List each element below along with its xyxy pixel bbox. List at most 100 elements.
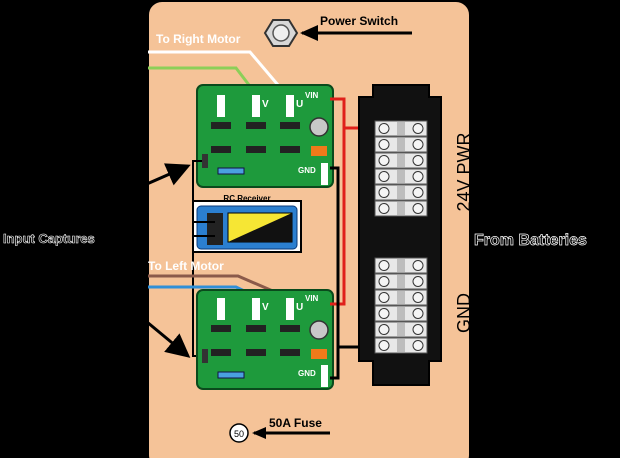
from-batteries-label: From Batteries <box>474 232 587 249</box>
gnd-wire <box>330 166 340 380</box>
capacitor <box>309 320 329 340</box>
terminal-screw <box>412 123 424 134</box>
terminal-divider <box>397 138 405 151</box>
mosfet <box>280 325 300 332</box>
terminal-divider <box>397 170 405 183</box>
terminal-divider <box>397 291 405 304</box>
mosfet <box>280 122 300 129</box>
gnd-terminal <box>321 163 328 185</box>
mosfet <box>246 122 266 129</box>
input-captures-arrow-top <box>59 163 191 224</box>
terminal-screw <box>412 203 424 214</box>
terminal-screw <box>378 308 390 319</box>
pcb-board <box>196 84 334 188</box>
mosfet <box>211 146 231 153</box>
arrow-left-icon <box>252 427 266 439</box>
pcb-board <box>196 289 334 390</box>
terminal-screw <box>378 203 390 214</box>
to-right-motor-label: To Right Motor <box>156 32 241 46</box>
input-captures-arrow-bottom <box>59 248 191 358</box>
terminal-screw <box>378 276 390 287</box>
terminal-screw <box>412 171 424 182</box>
terminal-divider <box>397 154 405 167</box>
terminal-bus <box>358 84 442 386</box>
terminal-u-label: U <box>296 302 303 313</box>
connector-strip <box>217 167 245 175</box>
capacitor <box>309 117 329 137</box>
input-header <box>202 154 208 168</box>
mosfet <box>280 146 300 153</box>
terminal-screw <box>412 340 424 351</box>
terminal-screw <box>412 324 424 335</box>
motor-controller-top: V U VIN GND <box>196 84 334 188</box>
terminal-screw <box>378 123 390 134</box>
terminal-screw <box>412 187 424 198</box>
mosfet <box>211 325 231 332</box>
connector-strip <box>217 371 245 379</box>
terminal-screw <box>412 276 424 287</box>
rc-receiver: RC Receiver <box>192 194 302 253</box>
terminal-divider <box>397 186 405 199</box>
to-left-motor-label: To Left Motor <box>148 259 224 273</box>
fuse[interactable]: 50 <box>229 423 249 443</box>
arrow-left-icon <box>484 250 520 292</box>
terminal-u <box>286 298 294 320</box>
terminal-w <box>217 95 225 117</box>
fuse-rating: 50 <box>234 429 244 439</box>
terminal-screw <box>412 260 424 271</box>
input-captures-label: Input Captures <box>3 231 95 246</box>
power-switch-label: Power Switch <box>320 14 398 28</box>
arrow-left-icon <box>300 25 318 41</box>
terminal-divider <box>397 323 405 336</box>
terminal-screw <box>378 324 390 335</box>
gnd-label: GND <box>298 369 316 378</box>
terminal-v <box>252 298 260 320</box>
switch-knob <box>272 24 290 42</box>
terminal-screw <box>378 155 390 166</box>
rc-receiver-label: RC Receiver <box>223 194 270 203</box>
terminal-v <box>252 95 260 117</box>
mosfet <box>211 349 231 356</box>
pwr-terminal-block <box>374 120 428 217</box>
terminal-screw <box>378 187 390 198</box>
channel-pins <box>207 213 223 245</box>
mosfet <box>280 349 300 356</box>
fuse-icon <box>229 423 249 443</box>
terminal-screw <box>378 340 390 351</box>
terminal-divider <box>397 307 405 320</box>
gnd-label: GND <box>298 166 316 175</box>
terminal-screw <box>378 292 390 303</box>
terminal-divider <box>397 122 405 135</box>
terminal-divider <box>397 275 405 288</box>
terminal-v-label: V <box>262 99 269 110</box>
terminal-screw <box>378 260 390 271</box>
terminal-screw <box>378 139 390 150</box>
terminal-screw <box>412 155 424 166</box>
terminal-divider <box>397 202 405 215</box>
mosfet <box>211 122 231 129</box>
terminal-screw <box>412 139 424 150</box>
terminal-v-label: V <box>262 302 269 313</box>
vin-label: VIN <box>305 91 319 100</box>
terminal-screw <box>412 292 424 303</box>
pwr-bus-label: 24V PWR <box>454 132 474 211</box>
terminal-w <box>217 298 225 320</box>
fuse-label: 50A Fuse <box>269 416 322 430</box>
gnd-terminal <box>321 365 328 387</box>
mosfet <box>246 325 266 332</box>
gnd-bus-label: GND <box>454 293 474 333</box>
terminal-u <box>286 95 294 117</box>
terminal-divider <box>397 259 405 272</box>
gnd-terminal-block <box>374 257 428 354</box>
terminal-screw <box>378 171 390 182</box>
terminal-u-label: U <box>296 99 303 110</box>
mosfet <box>246 349 266 356</box>
power-switch[interactable] <box>263 19 299 47</box>
input-header <box>202 349 208 363</box>
status-led <box>311 349 327 359</box>
mosfet <box>246 146 266 153</box>
label-sticker-dark <box>228 213 292 242</box>
vin-label: VIN <box>305 294 319 303</box>
status-led <box>311 146 327 156</box>
